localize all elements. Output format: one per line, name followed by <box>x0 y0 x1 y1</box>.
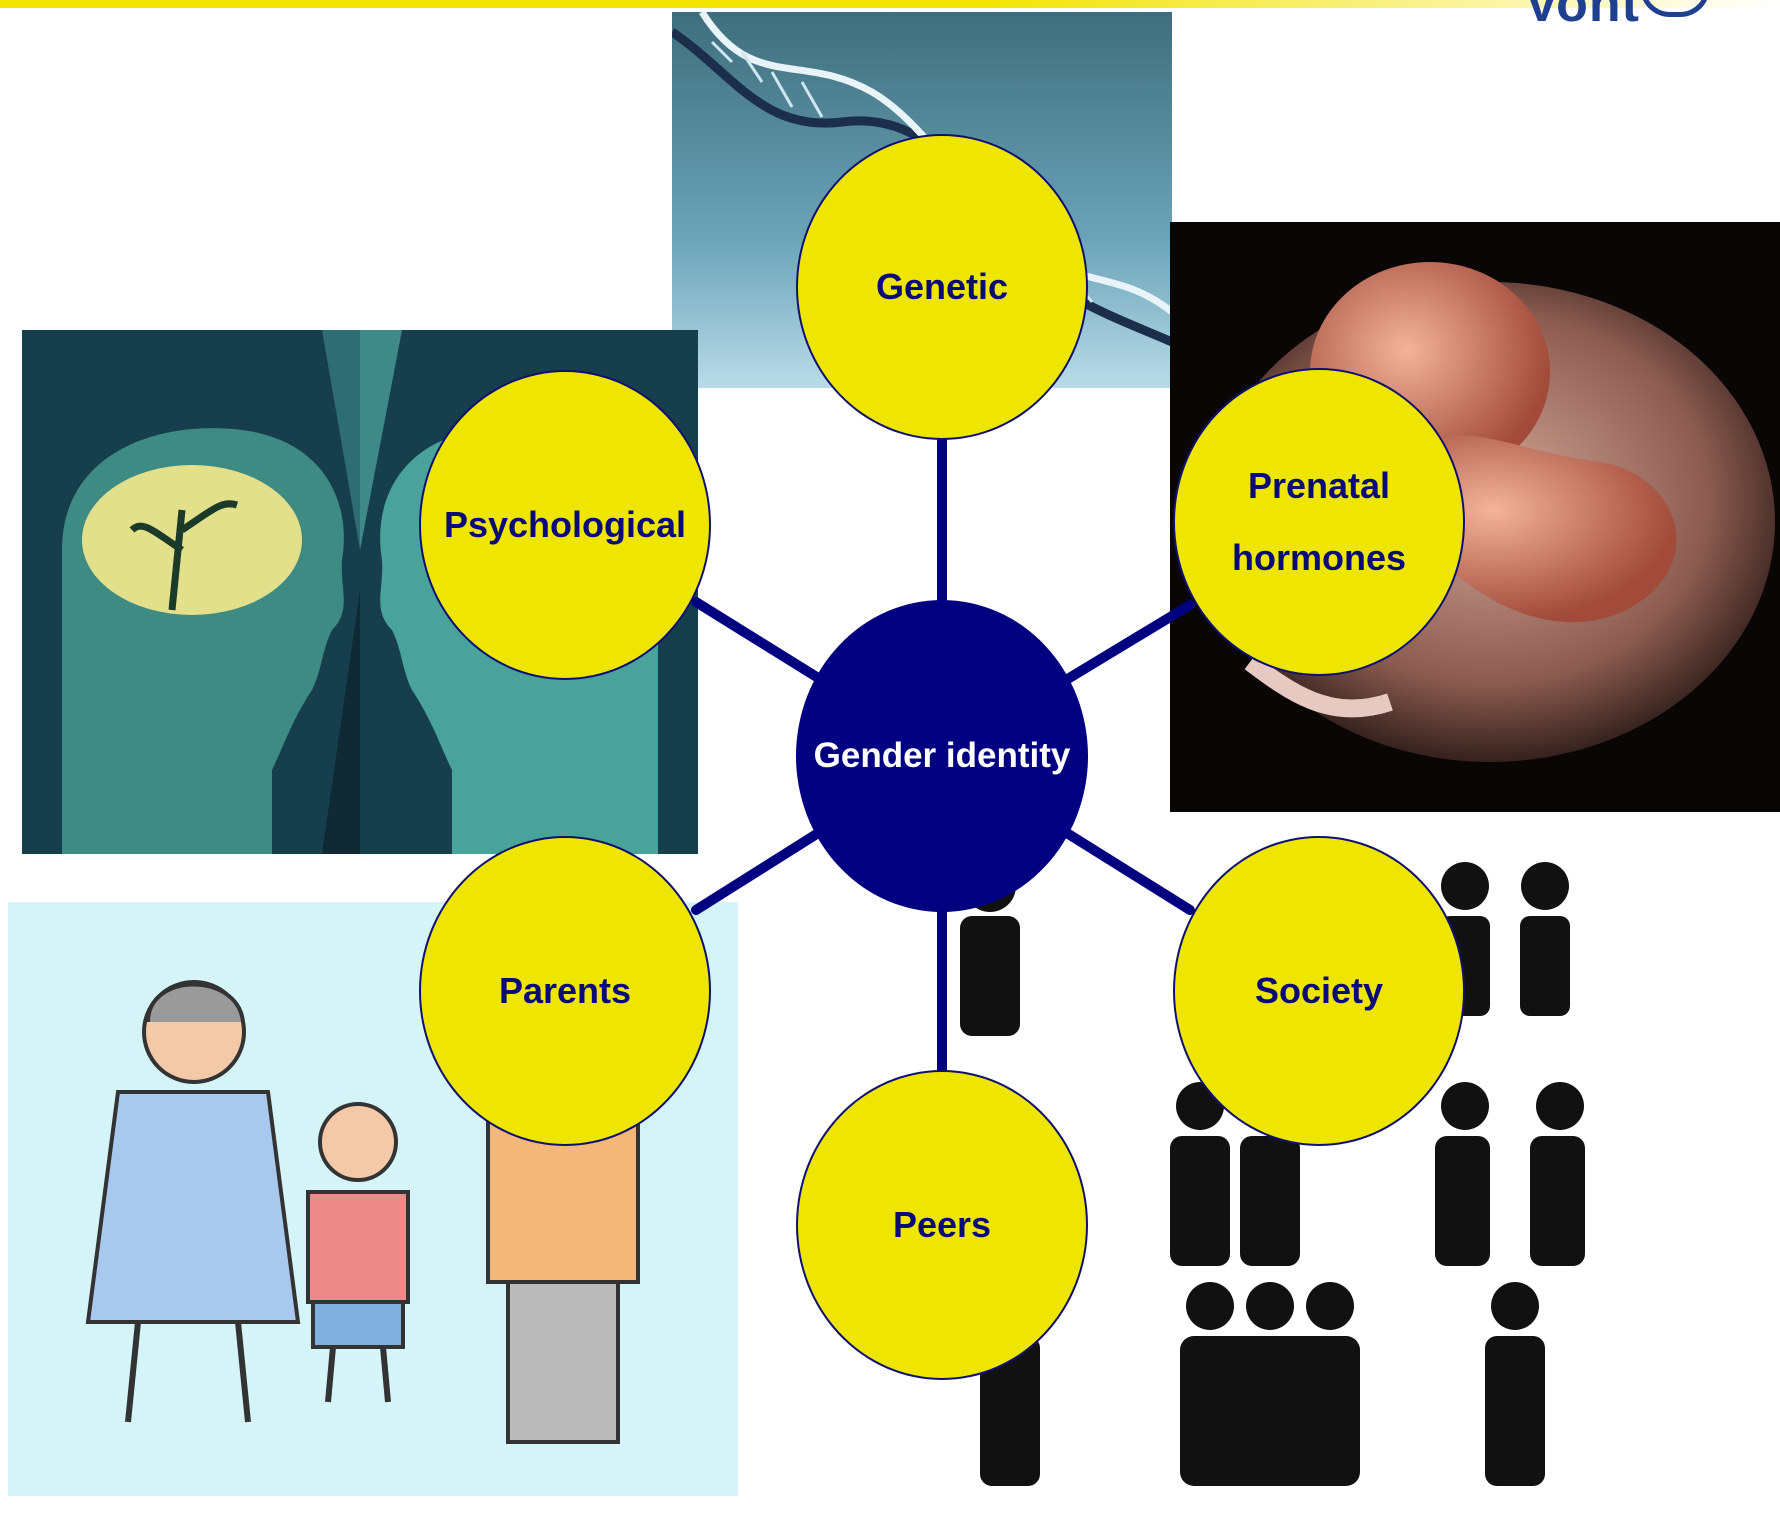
node-psychological: Psychological <box>419 370 711 680</box>
node-psychological-label: Psychological <box>443 504 687 545</box>
node-society: Society <box>1173 836 1465 1146</box>
center-node-gender-identity: Gender identity <box>796 600 1088 912</box>
node-genetic-label: Genetic <box>875 266 1009 307</box>
node-society-label: Society <box>1254 970 1384 1011</box>
node-parents-label: Parents <box>498 970 632 1011</box>
node-genetic: Genetic <box>796 134 1088 440</box>
node-peers-label: Peers <box>892 1204 992 1245</box>
logo: Vont <box>1524 0 1640 33</box>
center-node-label: Gender identity <box>813 736 1071 775</box>
top-accent-bar <box>0 0 1780 8</box>
node-parents: Parents <box>419 836 711 1146</box>
node-prenatal-label-line1: Prenatal <box>1247 465 1391 506</box>
node-peers: Peers <box>796 1070 1088 1380</box>
node-prenatal-hormones: Prenatal hormones <box>1173 368 1465 676</box>
node-prenatal-label-line2: hormones <box>1231 537 1407 578</box>
